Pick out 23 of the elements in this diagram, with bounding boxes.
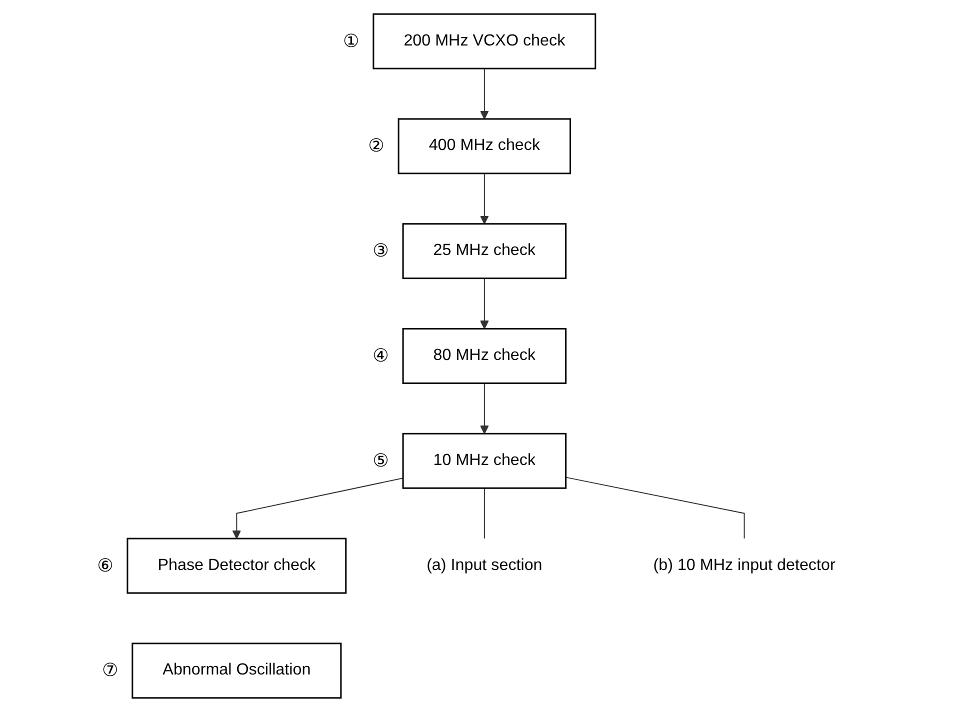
node-text: (a) Input section (426, 556, 542, 574)
arrow (480, 382, 489, 434)
step-number: ① (342, 30, 359, 52)
step-number: ③ (372, 240, 389, 262)
node-box: 200 MHz VCXO check (372, 12, 596, 69)
step-number: ② (368, 135, 384, 156)
step-number: ⑦ (102, 660, 118, 681)
node-text: (b) 10 MHz input detector (652, 556, 835, 574)
arrow (480, 278, 489, 329)
node-box: 400 MHz check (397, 118, 571, 174)
connector (484, 488, 485, 538)
step-number: ④ (372, 345, 389, 366)
step-number: ⑤ (372, 450, 389, 471)
node-box: 80 MHz check (402, 328, 566, 384)
node-box: Abnormal Oscillation (131, 642, 342, 698)
arrow (480, 172, 489, 224)
arrow (480, 68, 489, 119)
node-box: 10 MHz check (402, 432, 566, 488)
arrow (232, 477, 403, 538)
node-box: 25 MHz check (402, 222, 566, 279)
step-number: ⑥ (96, 554, 114, 576)
node-box: Phase Detector check (126, 537, 346, 594)
connector (565, 476, 744, 538)
